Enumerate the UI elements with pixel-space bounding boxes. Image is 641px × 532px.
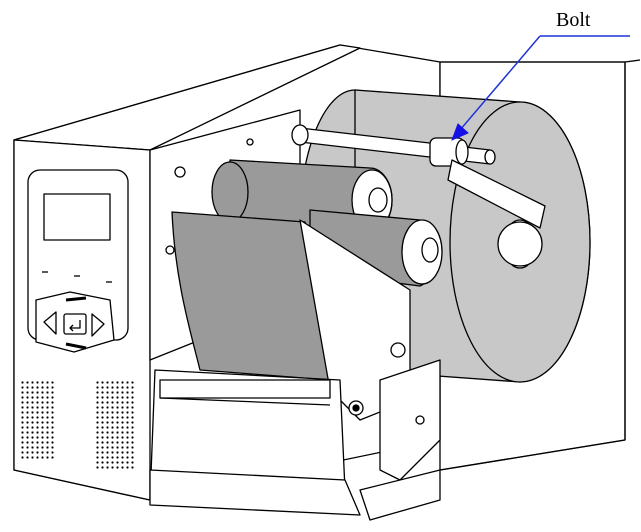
lower-bracket xyxy=(379,359,441,481)
right-arrow-key xyxy=(91,313,105,337)
enter-key xyxy=(63,313,87,335)
bolt-callout-arrowhead xyxy=(451,123,469,141)
ribbon-sheet xyxy=(171,211,331,381)
lcd-screen xyxy=(43,193,111,241)
up-key xyxy=(65,296,87,302)
bolt-callout-leader xyxy=(459,35,541,131)
swing-arm xyxy=(447,159,546,229)
bolt-label: Bolt xyxy=(556,9,591,31)
left-arrow-key xyxy=(43,311,57,335)
vent-grille-right xyxy=(96,380,136,470)
down-key xyxy=(65,342,87,350)
vent-grille-left xyxy=(20,380,54,460)
